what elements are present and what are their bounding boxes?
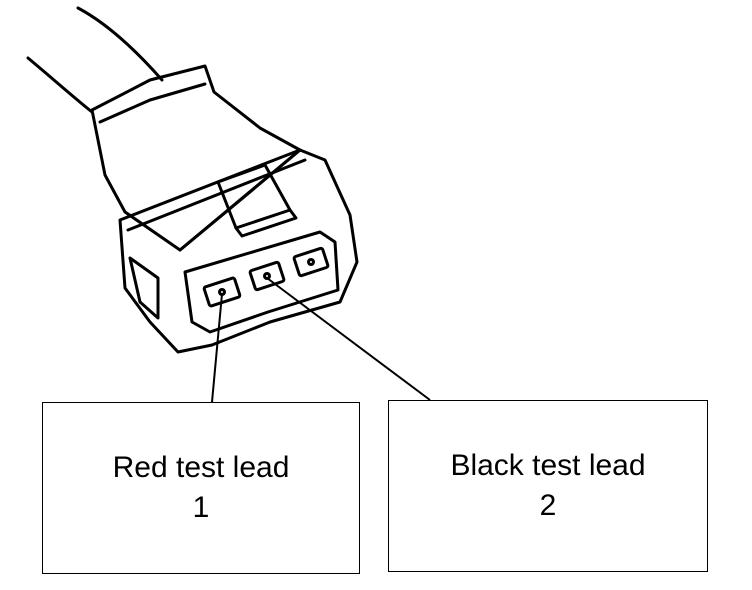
terminal-1 (202, 276, 242, 308)
red-test-lead-text: Red test lead (112, 451, 290, 484)
black-test-lead-text: Black test lead (450, 449, 646, 482)
terminal-1-pin (218, 288, 226, 296)
housing-top-edge (126, 158, 307, 232)
connector-boot (90, 64, 302, 252)
boot-crease (178, 148, 302, 252)
black-test-lead-label: Black test lead 2 (388, 400, 708, 572)
wire-upper (76, 6, 164, 82)
black-test-lead-number: 2 (539, 489, 557, 522)
side-latch (128, 256, 160, 320)
leader-line-black (266, 277, 431, 401)
terminal-3 (292, 246, 330, 278)
terminal-3-pin (307, 258, 315, 266)
locking-tab-edge (234, 208, 298, 238)
terminal-2-pin (263, 272, 271, 280)
boot-inner-line (98, 82, 207, 124)
terminal-2 (248, 260, 286, 292)
leader-line-red (211, 293, 223, 403)
connector-face (183, 230, 340, 334)
connector-housing (118, 148, 359, 354)
red-test-lead-number: 1 (192, 491, 210, 524)
red-test-lead-label: Red test lead 1 (42, 402, 360, 574)
locking-tab (216, 163, 292, 230)
wire-lower (26, 56, 94, 114)
